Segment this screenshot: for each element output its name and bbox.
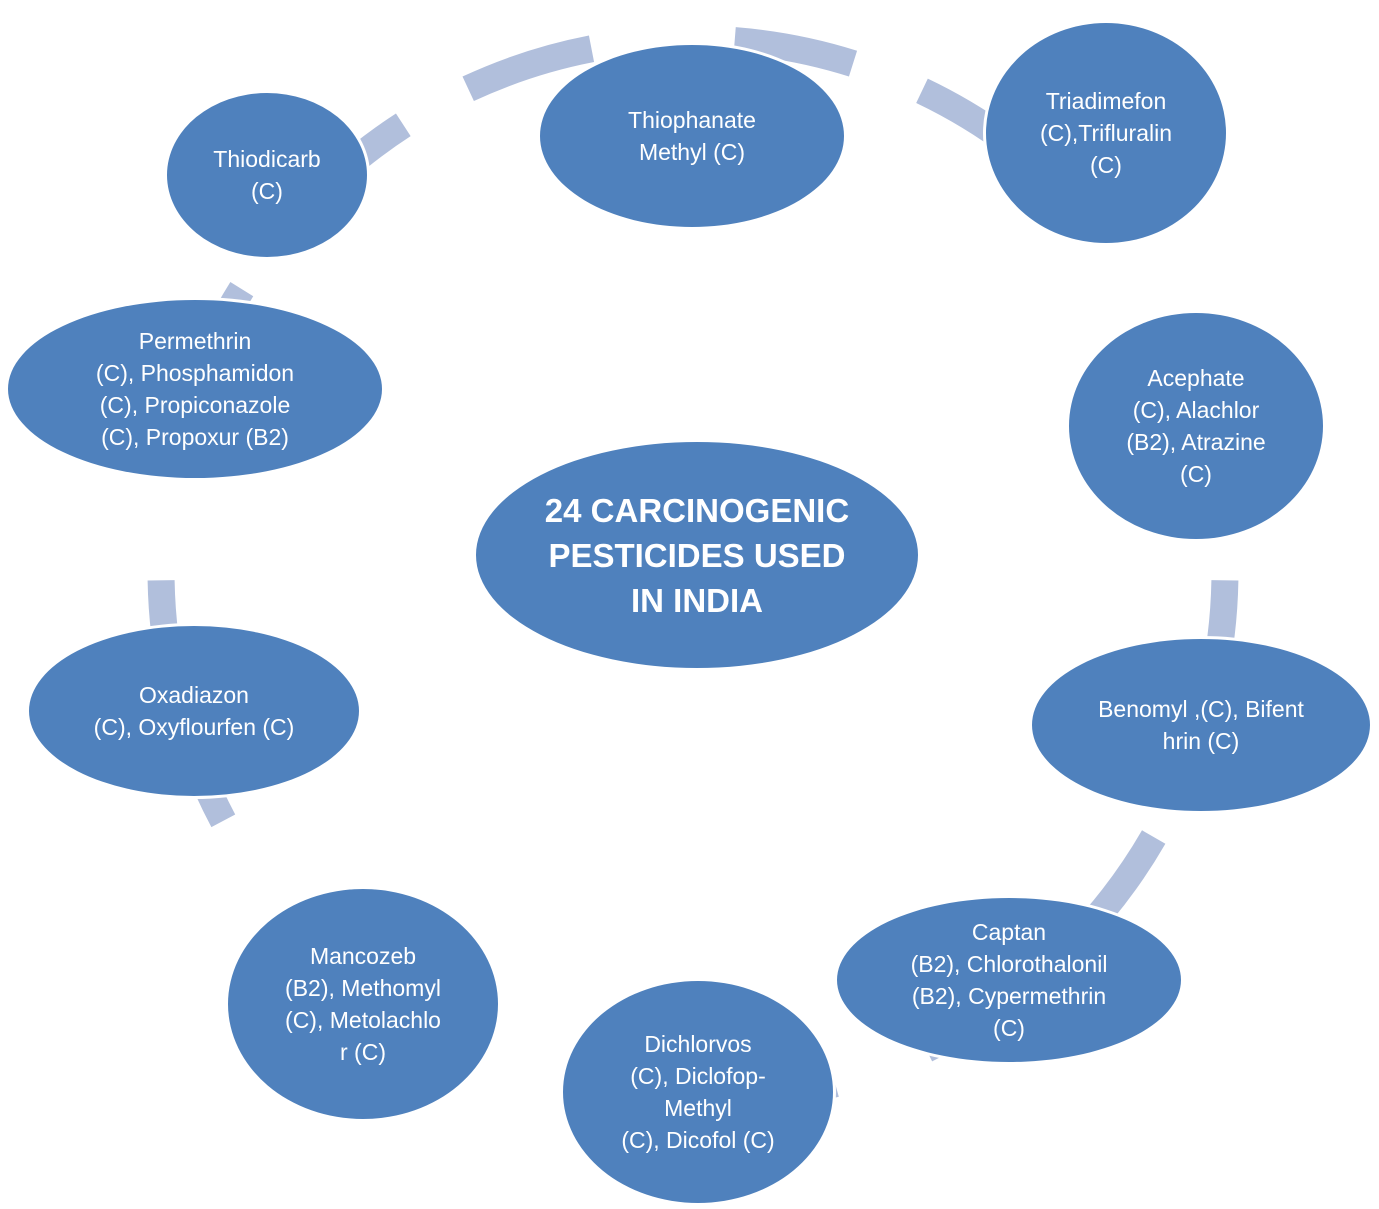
node-label: Triadimefon (C),Trifluralin (C): [1039, 88, 1173, 178]
connector-arc: [733, 27, 858, 77]
node-oxadiazon: Oxadiazon (C), Oxyflourfen (C): [26, 623, 362, 799]
node-permethrin: Permethrin (C), Phosphamidon (C), Propic…: [5, 297, 385, 481]
node-label: Benomyl ,(C), Bifent hrin (C): [1098, 696, 1304, 754]
node-thiophanate: Thiophanate Methyl (C): [537, 42, 847, 230]
node-triadimefon: Triadimefon (C),Trifluralin (C): [983, 20, 1229, 246]
node-mancozeb: Mancozeb (B2), Methomyl (C), Metolachlo …: [225, 886, 501, 1122]
node-label: Oxadiazon (C), Oxyflourfen (C): [93, 682, 295, 740]
center-label: 24 CARCINOGENIC PESTICIDES USED IN INDIA: [544, 491, 850, 619]
node-label: Acephate (C), Alachlor (B2), Atrazine (C…: [1126, 365, 1266, 487]
connector-arc: [462, 35, 595, 102]
node-acephate: Acephate (C), Alachlor (B2), Atrazine (C…: [1066, 310, 1326, 542]
center-node: 24 CARCINOGENIC PESTICIDES USED IN INDIA: [473, 439, 921, 671]
node-label: Permethrin (C), Phosphamidon (C), Propic…: [95, 328, 295, 450]
node-label: Mancozeb (B2), Methomyl (C), Metolachlo …: [285, 943, 441, 1065]
node-label: Thiodicarb (C): [213, 146, 321, 204]
node-label: Dichlorvos (C), Diclofop- Methyl (C), Di…: [621, 1031, 775, 1153]
node-label: Thiophanate Methyl (C): [628, 107, 756, 165]
node-benomyl: Benomyl ,(C), Bifent hrin (C): [1029, 636, 1373, 814]
node-dichlorvos: Dichlorvos (C), Diclofop- Methyl (C), Di…: [560, 978, 836, 1206]
node-captan: Captan (B2), Chlorothalonil (B2), Cyperm…: [834, 895, 1184, 1065]
node-label: Captan (B2), Chlorothalonil (B2), Cyperm…: [910, 919, 1108, 1041]
node-thiodicarb: Thiodicarb (C): [164, 90, 370, 260]
